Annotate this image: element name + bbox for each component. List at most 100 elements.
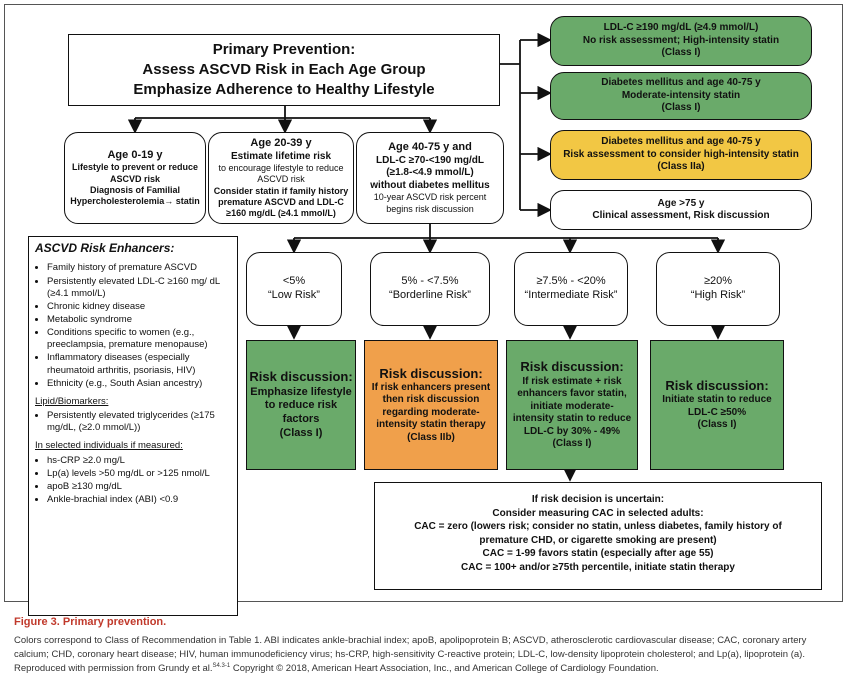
age-20-39-line: ≥160 mg/dL (≥4.1 mmol/L) [226, 208, 336, 218]
diabetes-moderate-line: (Class I) [661, 102, 701, 114]
age-40-75-box: Age 40-75 y and LDL-C ≥70-<190 mg/dL (≥1… [356, 132, 504, 224]
list-item: Ankle-brachial index (ABI) <0.9 [47, 494, 231, 506]
discussion-line: Initiate statin to reduce [662, 394, 772, 406]
list-item: hs-CRP ≥2.0 mg/L [47, 455, 231, 467]
primary-title-line3: Emphasize Adherence to Healthy Lifestyle [133, 81, 435, 99]
discussion-line: Emphasize lifestyle [250, 385, 352, 398]
caption-ref: S4.3-1 [212, 662, 231, 669]
diabetes-moderate-line: Diabetes mellitus and age 40-75 y [601, 77, 761, 89]
risk-level-pct: ≥20% [703, 275, 733, 288]
discussion-line: If risk enhancers present [371, 381, 491, 393]
discussion-line: (Class I) [552, 438, 592, 450]
discussion-high: Risk discussion: Initiate statin to redu… [650, 340, 784, 470]
caption-copyright: Copyright © 2018, American Heart Associa… [230, 662, 659, 674]
lipid-list: Persistently elevated triglycerides (≥17… [35, 410, 231, 434]
discussion-head: Risk discussion: [665, 378, 769, 394]
caption-body: Colors correspond to Class of Recommenda… [14, 635, 807, 674]
risk-level-pct: <5% [282, 275, 306, 288]
cac-line: premature CHD, or cigarette smoking are … [479, 534, 717, 546]
discussion-line: intensity statin to reduce [512, 413, 632, 425]
diabetes-moderate-line: Moderate-intensity statin [621, 89, 741, 101]
measured-list: hs-CRP ≥2.0 mg/L Lp(a) levels >50 mg/dL … [35, 455, 231, 507]
age-20-39-line: to encourage lifestyle to reduce [218, 163, 344, 173]
diabetes-risk-line: (Class IIa) [657, 161, 705, 173]
cac-box: If risk decision is uncertain: Consider … [374, 482, 822, 590]
discussion-head: Risk discussion: [520, 359, 624, 375]
risk-level-low: <5% “Low Risk” [246, 252, 342, 326]
list-item: Lp(a) levels >50 mg/dL or >125 nmol/L [47, 468, 231, 480]
age-0-19-box: Age 0-19 y Lifestyle to prevent or reduc… [64, 132, 206, 224]
age-20-39-title: Age 20-39 y [250, 136, 312, 149]
list-item: Metabolic syndrome [47, 314, 231, 326]
diabetes-risk-line: Diabetes mellitus and age 40-75 y [601, 136, 761, 148]
age-40-75-note: begins risk discussion [386, 203, 474, 214]
discussion-line: regarding moderate- [382, 406, 480, 418]
discussion-line: (Class IIb) [407, 431, 455, 443]
list-item: Chronic kidney disease [47, 301, 231, 313]
diabetes-moderate-box: Diabetes mellitus and age 40-75 y Modera… [550, 72, 812, 120]
lipid-heading: Lipid/Biomarkers: [35, 395, 109, 407]
discussion-line: initiate moderate- [530, 400, 614, 412]
ldl-190-line: LDL-C ≥190 mg/dL (≥4.9 mmol/L) [603, 22, 759, 34]
ldl-190-box: LDL-C ≥190 mg/dL (≥4.9 mmol/L) No risk a… [550, 16, 812, 66]
age-20-39-line: ASCVD risk [257, 174, 305, 185]
age-0-19-title: Age 0-19 y [107, 148, 163, 161]
list-item: Persistently elevated LDL-C ≥160 mg/ dL … [47, 276, 231, 300]
discussion-line: (Class I) [279, 426, 323, 439]
risk-level-label: “Intermediate Risk” [524, 289, 618, 301]
age-75-box: Age >75 y Clinical assessment, Risk disc… [550, 190, 812, 230]
age-0-19-line: ASCVD risk [109, 173, 161, 184]
cac-line: CAC = zero (lowers risk; consider no sta… [414, 521, 782, 532]
age-75-line: Age >75 y [657, 197, 705, 209]
list-item: apoB ≥130 mg/dL [47, 481, 231, 493]
measured-heading: In selected individuals if measured: [35, 440, 183, 452]
discussion-line: LDL-C ≥50% [687, 406, 747, 418]
age-40-75-title: Age 40-75 y and [388, 141, 472, 154]
age-40-75-line: LDL-C ≥70-<190 mg/dL [375, 154, 484, 166]
diabetes-risk-box: Diabetes mellitus and age 40-75 y Risk a… [550, 130, 812, 180]
discussion-line: LDL-C by 30% - 49% [523, 425, 621, 437]
discussion-line: then risk discussion [382, 394, 480, 406]
list-item: Inflammatory diseases (especially rheuma… [47, 352, 231, 376]
risk-enhancers-title: ASCVD Risk Enhancers: [35, 241, 175, 255]
age-0-19-line: Diagnosis of Familial [89, 184, 181, 195]
risk-level-borderline: 5% - <7.5% “Borderline Risk” [370, 252, 490, 326]
cac-line: CAC = 100+ and/or ≥75th percentile, init… [461, 561, 735, 573]
discussion-head: Risk discussion: [379, 365, 483, 381]
risk-level-pct: ≥7.5% - <20% [536, 275, 606, 288]
age-20-39-line: Consider statin if family history [213, 185, 349, 196]
risk-level-label: “High Risk” [690, 289, 746, 301]
diabetes-risk-line: Risk assessment to consider high-intensi… [563, 148, 799, 160]
figure-caption-title: Figure 3. Primary prevention. [14, 616, 167, 628]
discussion-line: enhancers favor statin, [517, 388, 627, 400]
age-20-39-box: Age 20-39 y Estimate lifetime risk to en… [208, 132, 354, 224]
age-0-19-line: Lifestyle to prevent or reduce [71, 162, 199, 173]
discussion-line: If risk estimate + risk [522, 375, 622, 387]
discussion-intermediate: Risk discussion: If risk estimate + risk… [506, 340, 638, 470]
age-20-39-subtitle: Estimate lifetime risk [230, 150, 332, 162]
risk-level-high: ≥20% “High Risk” [656, 252, 780, 326]
discussion-line: to reduce risk [264, 399, 338, 412]
discussion-low: Risk discussion: Emphasize lifestyle to … [246, 340, 356, 470]
discussion-line: factors [282, 413, 320, 426]
risk-enhancers-panel: ASCVD Risk Enhancers: Family history of … [28, 236, 238, 616]
cac-line: CAC = 1-99 favors statin (especially aft… [482, 548, 714, 559]
list-item: Persistently elevated triglycerides (≥17… [47, 410, 231, 434]
discussion-line: intensity statin therapy [376, 419, 486, 431]
risk-level-pct: 5% - <7.5% [401, 275, 459, 288]
list-item: Ethnicity (e.g., South Asian ancestry) [47, 378, 231, 390]
ldl-190-line: (Class I) [661, 47, 701, 59]
age-40-75-line: without diabetes mellitus [370, 179, 490, 191]
list-item: Conditions specific to women (e.g., pree… [47, 327, 231, 351]
primary-prevention-box: Primary Prevention: Assess ASCVD Risk in… [68, 34, 500, 106]
primary-title-line1: Primary Prevention: [212, 40, 356, 58]
age-20-39-line: premature ASCVD and LDL-C [218, 196, 344, 207]
age-40-75-line: (≥1.8-<4.9 mmol/L) [386, 167, 474, 179]
risk-level-label: “Low Risk” [268, 289, 320, 301]
primary-title-line2: Assess ASCVD Risk in Each Age Group [142, 60, 426, 78]
age-40-75-note: 10-year ASCVD risk percent [373, 192, 487, 203]
cac-line: If risk decision is uncertain: [531, 494, 665, 505]
enhancers-list: Family history of premature ASCVD Persis… [35, 262, 231, 390]
risk-level-intermediate: ≥7.5% - <20% “Intermediate Risk” [514, 252, 628, 326]
discussion-head: Risk discussion: [249, 369, 353, 385]
